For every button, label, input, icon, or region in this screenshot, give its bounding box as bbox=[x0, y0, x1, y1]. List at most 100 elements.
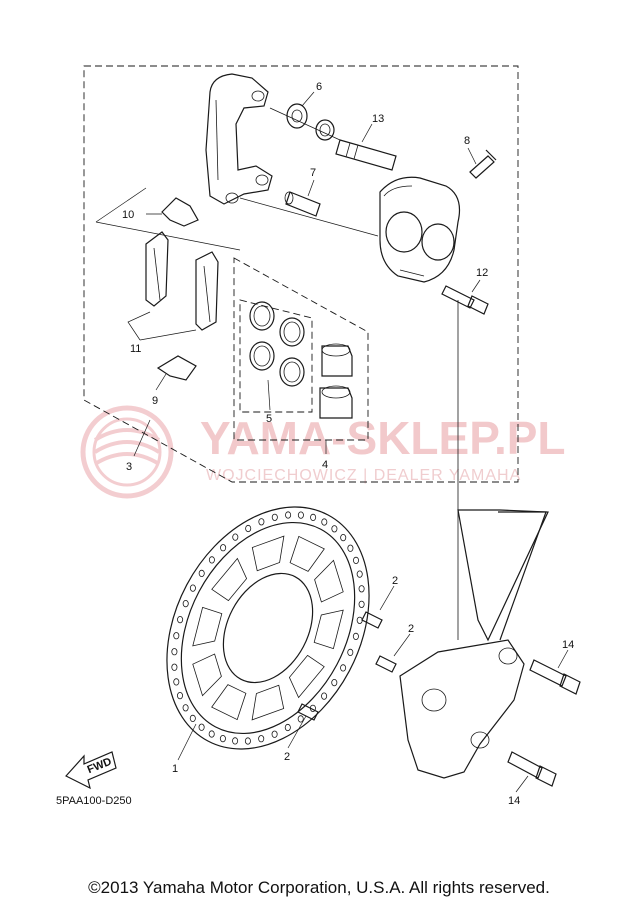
disc-window bbox=[288, 654, 325, 699]
assembly-axis-lines bbox=[239, 107, 459, 640]
disc-drill-hole bbox=[177, 615, 184, 624]
disc-drill-hole bbox=[189, 714, 196, 723]
disc-drill-hole bbox=[340, 533, 347, 542]
caliper-body bbox=[379, 176, 461, 283]
brake-pads-part-11 bbox=[145, 231, 219, 331]
pad-support-part-10 bbox=[161, 197, 199, 227]
fwd-label: FWD bbox=[86, 756, 114, 777]
caliper-seal-kit-outline bbox=[233, 257, 369, 441]
disc-drill-hole bbox=[331, 525, 338, 533]
callout-2-upper: 2 bbox=[392, 575, 398, 587]
disc-drill-hole bbox=[356, 570, 363, 578]
slide-pin-part-7 bbox=[284, 191, 321, 217]
callout-2-lower: 2 bbox=[284, 751, 290, 763]
disc-drill-hole bbox=[232, 737, 239, 745]
callout-7: 7 bbox=[310, 167, 316, 179]
caliper-bolt-part-12 bbox=[441, 285, 489, 315]
disc-window bbox=[251, 684, 285, 721]
disc-drill-hole bbox=[258, 518, 265, 526]
disc-drill-hole bbox=[352, 556, 359, 565]
disc-window bbox=[289, 535, 325, 572]
callout-3: 3 bbox=[126, 461, 132, 473]
disc-drill-hole bbox=[182, 599, 189, 608]
callout-5: 5 bbox=[266, 413, 272, 425]
disc-drill-hole bbox=[347, 648, 354, 657]
brake-disc-part-1 bbox=[166, 506, 370, 750]
disc-drill-hole bbox=[220, 544, 227, 552]
disc-drill-hole bbox=[340, 664, 347, 672]
pad-spring-part-9 bbox=[156, 355, 197, 381]
disc-drill-hole bbox=[271, 730, 278, 738]
leader-lines bbox=[95, 91, 569, 793]
disc-drill-hole bbox=[321, 692, 328, 700]
disc-drill-hole bbox=[352, 632, 359, 641]
disc-bolts-part-2 bbox=[297, 611, 397, 721]
bleed-screw-part-8 bbox=[469, 149, 497, 179]
watermark: YAMA-SKLEP.PL WOJCIECHOWICZ | DEALER YAM… bbox=[80, 405, 566, 499]
slide-pin-part-13 bbox=[335, 139, 397, 171]
callout-12: 12 bbox=[476, 267, 488, 279]
disc-drill-hole bbox=[297, 715, 304, 723]
disc-drill-hole bbox=[171, 663, 178, 671]
callout-10: 10 bbox=[122, 209, 134, 221]
callout-13: 13 bbox=[372, 113, 384, 125]
disc-window bbox=[211, 557, 248, 602]
disc-drill-hole bbox=[245, 524, 252, 533]
callout-14-lower: 14 bbox=[508, 795, 520, 807]
fwd-arrow: FWD bbox=[65, 751, 117, 790]
piston-seal-set-outline bbox=[239, 299, 313, 413]
diagram-code: 5PAA100-D250 bbox=[56, 795, 132, 807]
disc-drill-hole bbox=[358, 585, 365, 593]
disc-drill-hole bbox=[347, 544, 354, 552]
disc-drill-hole bbox=[310, 513, 317, 522]
callout-2-middle: 2 bbox=[408, 623, 414, 635]
pistons bbox=[319, 343, 353, 419]
disc-drill-hole bbox=[173, 632, 180, 640]
callout-1: 1 bbox=[172, 763, 178, 775]
disc-drill-hole bbox=[331, 678, 338, 687]
parts-diagram: YAMA-SKLEP.PL WOJCIECHOWICZ | DEALER YAM… bbox=[56, 65, 581, 807]
disc-window bbox=[314, 559, 344, 603]
disc-drill-hole bbox=[198, 723, 205, 731]
callout-8: 8 bbox=[464, 135, 470, 147]
callout-6: 6 bbox=[316, 81, 322, 93]
pin-boot-part-6 bbox=[286, 103, 335, 141]
caliper-assembly-outline bbox=[83, 65, 519, 483]
disc-window bbox=[251, 535, 285, 572]
disc-drill-hole bbox=[198, 569, 205, 578]
disc-window bbox=[313, 609, 344, 650]
disc-drill-hole bbox=[321, 518, 328, 526]
disc-drill-hole bbox=[297, 511, 304, 519]
disc-drill-hole bbox=[171, 648, 178, 656]
disc-drill-hole bbox=[182, 704, 189, 712]
disc-window bbox=[211, 684, 247, 721]
watermark-subtitle: WOJCIECHOWICZ | DEALER YAMAHA bbox=[206, 467, 521, 484]
disc-drill-hole bbox=[189, 584, 196, 592]
callout-9: 9 bbox=[152, 395, 158, 407]
disc-window bbox=[192, 653, 222, 697]
caliper-bracket bbox=[205, 73, 273, 205]
disc-drill-hole bbox=[271, 513, 278, 521]
disc-drill-hole bbox=[244, 737, 251, 745]
disc-window bbox=[192, 606, 223, 647]
disc-drill-hole bbox=[176, 691, 183, 700]
callout-4: 4 bbox=[322, 459, 328, 471]
caliper-mount-bolts-part-14 bbox=[507, 659, 581, 787]
disc-drill-hole bbox=[284, 723, 291, 732]
watermark-logo bbox=[80, 405, 174, 499]
disc-drill-hole bbox=[258, 735, 265, 743]
disc-drill-hole bbox=[173, 678, 180, 686]
callout-11: 11 bbox=[130, 343, 141, 355]
disc-drill-hole bbox=[219, 734, 226, 743]
piston-seals-part-5 bbox=[249, 301, 305, 387]
disc-drill-hole bbox=[285, 511, 292, 519]
front-fork-leg bbox=[399, 509, 549, 779]
disc-drill-hole bbox=[208, 730, 215, 738]
callout-14-upper: 14 bbox=[562, 639, 574, 651]
disc-drill-hole bbox=[232, 533, 239, 541]
watermark-title: YAMA-SKLEP.PL bbox=[200, 412, 566, 464]
copyright-notice: ©2013 Yamaha Motor Corporation, U.S.A. A… bbox=[88, 878, 550, 897]
disc-drill-hole bbox=[358, 600, 365, 608]
disc-drill-hole bbox=[208, 556, 215, 564]
callout-labels: 6 13 7 8 10 12 11 9 5 4 3 2 2 2 1 14 14 bbox=[122, 81, 574, 807]
